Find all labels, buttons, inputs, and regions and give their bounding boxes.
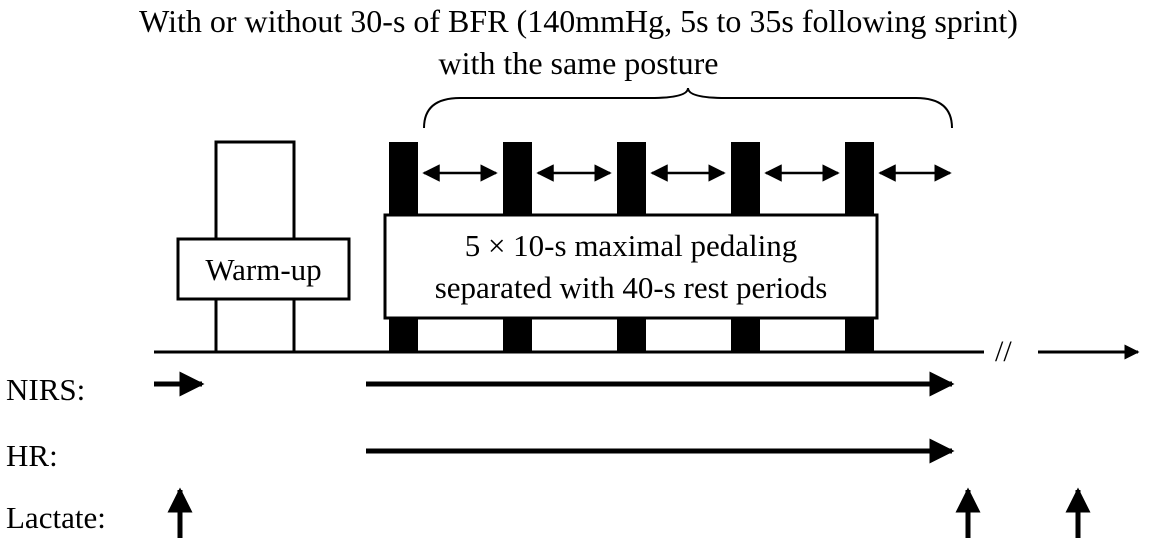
sprint-description-line-2: separated with 40-s rest periods: [434, 270, 828, 305]
title-line-1: With or without 30-s of BFR (140mmHg, 5s…: [139, 3, 1018, 39]
hr-label: HR:: [6, 438, 58, 473]
nirs-label: NIRS:: [6, 372, 86, 407]
sprint-description-line-1: 5 × 10-s maximal pedaling: [464, 228, 798, 263]
timeline-break-symbol: //: [995, 335, 1012, 368]
sprint-description-box: [383, 213, 879, 320]
warmup-label-box: [176, 237, 351, 301]
bfr-brace: [423, 87, 953, 129]
lactate-label: Lactate:: [6, 500, 106, 535]
warmup-label: Warm-up: [205, 252, 322, 287]
title-line-2: with the same posture: [438, 45, 719, 81]
